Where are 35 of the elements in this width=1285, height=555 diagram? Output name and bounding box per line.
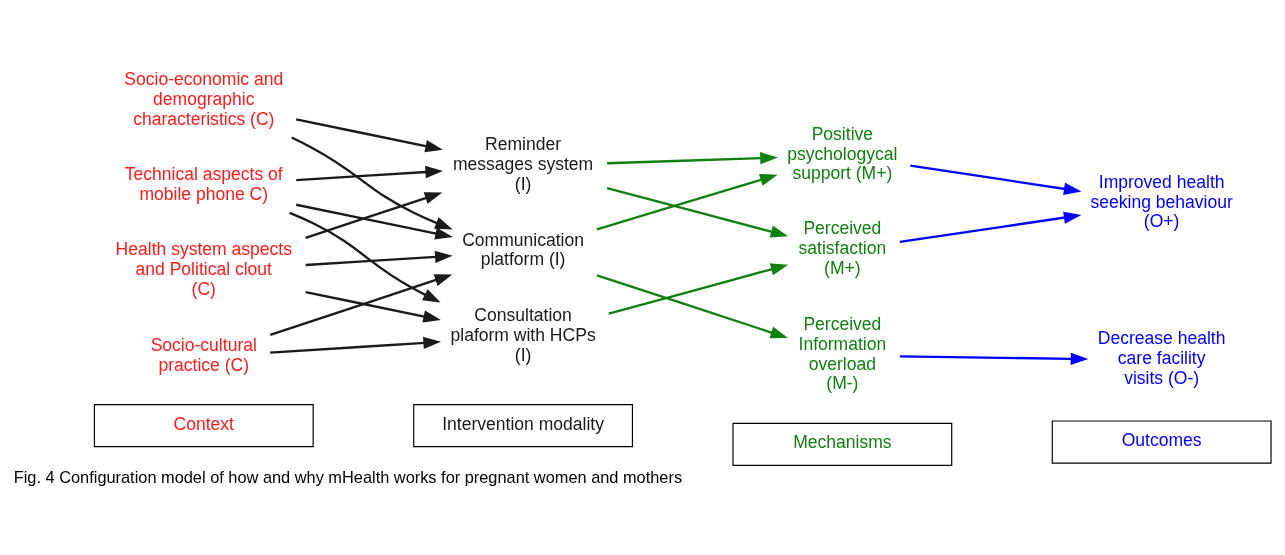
arrow [608, 262, 789, 315]
arrow [607, 151, 778, 164]
arrow [295, 203, 453, 240]
node-text: Perceived Information overload (M-) [798, 313, 887, 393]
node-text: Decrease health care facility visits (O-) [1097, 327, 1226, 388]
node-text: Positive psychologycal support (M+) [787, 123, 898, 183]
arrow [295, 117, 443, 152]
node-text: Communication platform (I) [462, 229, 584, 269]
arrow [270, 336, 441, 354]
node-text: Socio-cultural practice (C) [150, 334, 257, 375]
arrow [606, 186, 789, 238]
arrow [910, 163, 1082, 195]
arrow [305, 290, 441, 322]
node-box: Intervention modality [413, 403, 633, 447]
arrow [291, 136, 453, 229]
caption: Fig. 4 Configuration model of how and why mHealth works for pregnant women and mothers [13, 467, 683, 486]
arrow [899, 352, 1089, 365]
node-box: Context [93, 403, 314, 447]
node-text: Consultation plaform with HCPs (I) [450, 304, 596, 365]
arrow [305, 191, 443, 239]
arrow [269, 273, 453, 336]
node-text: Socio-economic and demographic characteristics (C) [124, 68, 284, 128]
arrow [305, 250, 453, 266]
node-box: Mechanisms [732, 422, 953, 466]
arrow [296, 165, 443, 181]
node-text: Perceived satisfaction (M+) [798, 217, 887, 278]
node-text: Health system aspects and Political clout (C) [115, 238, 292, 299]
arrow [899, 211, 1082, 243]
arrow [596, 273, 788, 338]
node-text: Technical aspects of mobile phone C) [124, 163, 283, 204]
arrow [596, 173, 778, 230]
node-text: Reminder messages system (I) [452, 133, 594, 194]
node-text: Improved health seeking behaviour (O+) [1090, 171, 1233, 231]
node-box: Outcomes [1051, 419, 1272, 464]
arrow [289, 211, 441, 302]
